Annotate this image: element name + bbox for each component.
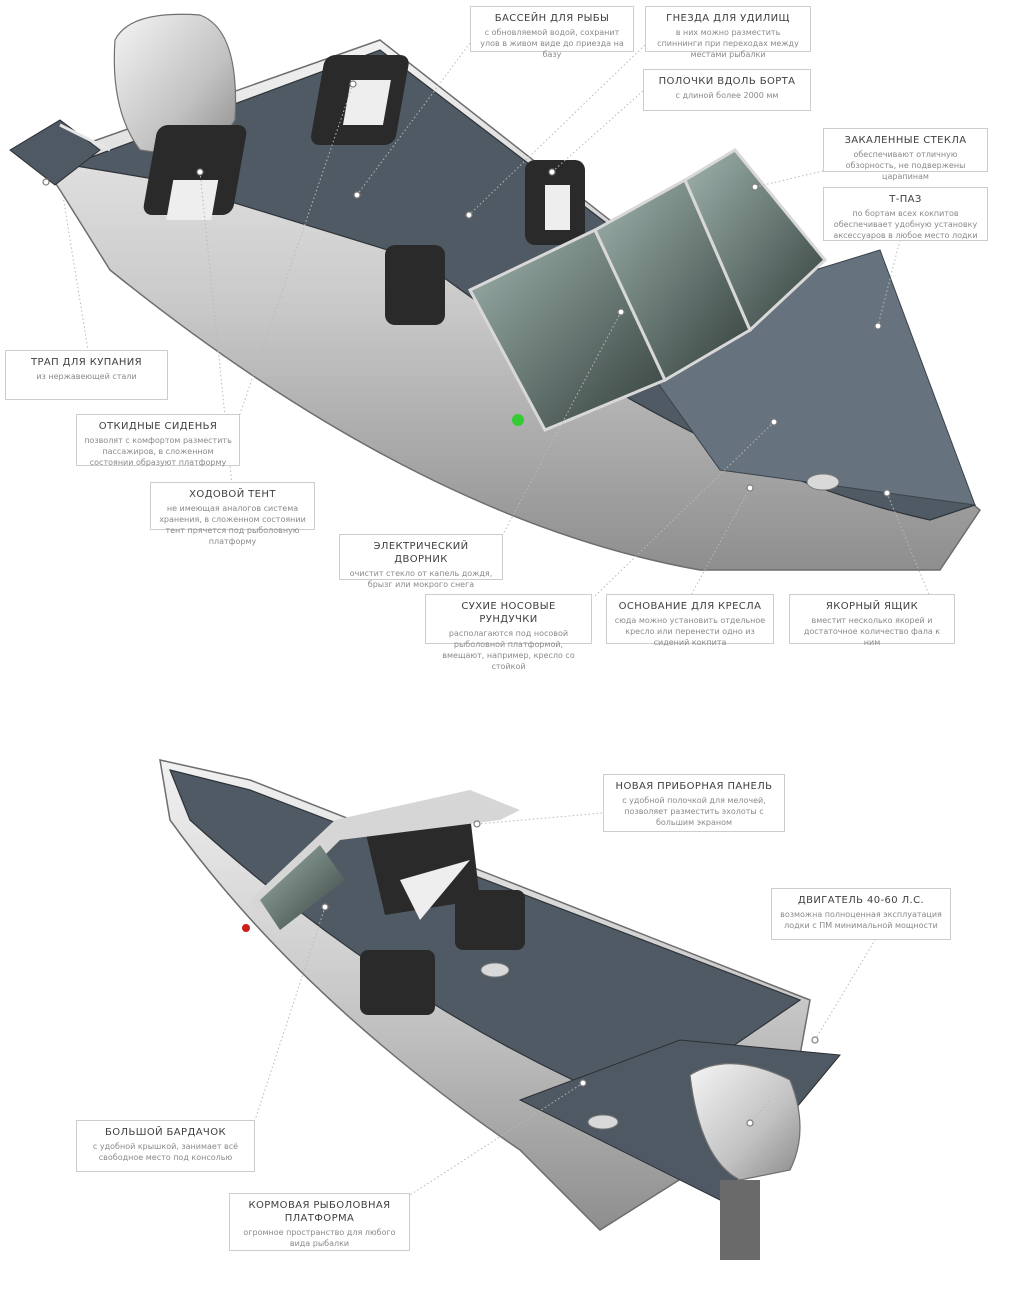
callout-anchor-locker: ЯКОРНЫЙ ЯЩИК вместит несколько якорей и … xyxy=(789,594,955,647)
callout-desc: с удобной полочкой для мелочей, позволяе… xyxy=(622,796,766,827)
callout-seat-base: ОСНОВАНИЕ ДЛЯ КРЕСЛА сюда можно установи… xyxy=(606,594,774,647)
callout-ladder: ТРАП ДЛЯ КУПАНИЯ из нержавеющей стали xyxy=(5,350,168,400)
callout-folding-seats: ОТКИДНЫЕ СИДЕНЬЯ позволят с комфортом ра… xyxy=(76,414,240,467)
callout-desc: сюда можно установить отдельное кресло и… xyxy=(614,616,766,647)
leader-lines xyxy=(62,42,931,1196)
callout-desc: не имеющая аналогов система хранения, в … xyxy=(159,504,306,546)
callout-title: КОРМОВАЯ РЫБОЛОВНАЯ ПЛАТФОРМА xyxy=(248,1200,391,1224)
callout-title: ЯКОРНЫЙ ЯЩИК xyxy=(825,601,919,612)
callout-glovebox: БОЛЬШОЙ БАРДАЧОК с удобной крышкой, зани… xyxy=(76,1120,255,1172)
callout-desc: располагаются под носовой рыболовной пла… xyxy=(442,629,575,671)
callout-engine: ДВИГАТЕЛЬ 40-60 Л.С. возможна полноценна… xyxy=(771,888,951,940)
callout-desc: по бортам всех кокпитов обеспечивает удо… xyxy=(833,209,978,240)
callout-title: СУХИЕ НОСОВЫЕ РУНДУЧКИ xyxy=(461,601,556,625)
callout-desc: огромное пространство для любого вида ры… xyxy=(243,1228,396,1248)
callout-desc: с обновляемой водой, сохранит улов в жив… xyxy=(480,28,624,59)
callout-wiper: ЭЛЕКТРИЧЕСКИЙ ДВОРНИК очистит стекло от … xyxy=(339,534,503,589)
callout-title: ХОДОВОЙ ТЕНТ xyxy=(189,489,276,500)
callout-desc: возможна полноценная эксплуатация лодки … xyxy=(780,910,942,930)
callout-t-slot: Т-ПАЗ по бортам всех кокпитов обеспечива… xyxy=(823,187,988,241)
callout-title: ОТКИДНЫЕ СИДЕНЬЯ xyxy=(98,421,218,432)
callout-title: БОЛЬШОЙ БАРДАЧОК xyxy=(105,1127,226,1138)
callout-title: Т-ПАЗ xyxy=(889,194,922,205)
callout-desc: из нержавеющей стали xyxy=(36,372,137,381)
callout-title: ЗАКАЛЕННЫЕ СТЕКЛА xyxy=(844,135,967,146)
boat-top-view xyxy=(9,13,982,571)
callout-desc: очистит стекло от капель дождя, брызг ил… xyxy=(349,569,493,589)
callout-title: ТРАП ДЛЯ КУПАНИЯ xyxy=(30,357,143,368)
callout-title: БАССЕЙН ДЛЯ РЫБЫ xyxy=(494,13,610,24)
callout-desc: обеспечивают отличную обзорность, не под… xyxy=(845,150,966,181)
callout-desc: позволят с комфортом разместить пассажир… xyxy=(84,436,232,467)
callout-title: ОСНОВАНИЕ ДЛЯ КРЕСЛА xyxy=(618,601,762,612)
callout-canopy: ХОДОВОЙ ТЕНТ не имеющая аналогов система… xyxy=(150,482,315,546)
callout-title: ДВИГАТЕЛЬ 40-60 Л.С. xyxy=(797,895,925,906)
callout-bow-lockers: СУХИЕ НОСОВЫЕ РУНДУЧКИ располагаются под… xyxy=(425,594,592,671)
callout-tempered-glass: ЗАКАЛЕННЫЕ СТЕКЛА обеспечивают отличную … xyxy=(823,128,988,181)
callout-title: НОВАЯ ПРИБОРНАЯ ПАНЕЛЬ xyxy=(615,781,773,792)
markers xyxy=(42,80,891,1127)
callout-title: ЭЛЕКТРИЧЕСКИЙ ДВОРНИК xyxy=(373,541,469,565)
boat-bottom-view xyxy=(159,759,841,1260)
callout-fish-well: БАССЕЙН ДЛЯ РЫБЫ с обновляемой водой, со… xyxy=(470,6,634,59)
callout-title: ПОЛОЧКИ ВДОЛЬ БОРТА xyxy=(658,76,796,87)
callout-desc: с удобной крышкой, занимает всё свободно… xyxy=(92,1142,239,1162)
callout-stern-platform: КОРМОВАЯ РЫБОЛОВНАЯ ПЛАТФОРМА огромное п… xyxy=(229,1193,410,1251)
callout-title: ГНЕЗДА ДЛЯ УДИЛИЩ xyxy=(666,13,790,24)
callout-rod-holders: ГНЕЗДА ДЛЯ УДИЛИЩ в них можно разместить… xyxy=(645,6,811,59)
callout-side-shelves: ПОЛОЧКИ ВДОЛЬ БОРТА с длиной более 2000 … xyxy=(643,69,811,111)
callout-dashboard: НОВАЯ ПРИБОРНАЯ ПАНЕЛЬ с удобной полочко… xyxy=(603,774,785,832)
callout-desc: в них можно разместить спиннинги при пер… xyxy=(657,28,799,59)
callout-desc: с длиной более 2000 мм xyxy=(675,91,779,100)
callout-desc: вместит несколько якорей и достаточное к… xyxy=(803,616,941,647)
